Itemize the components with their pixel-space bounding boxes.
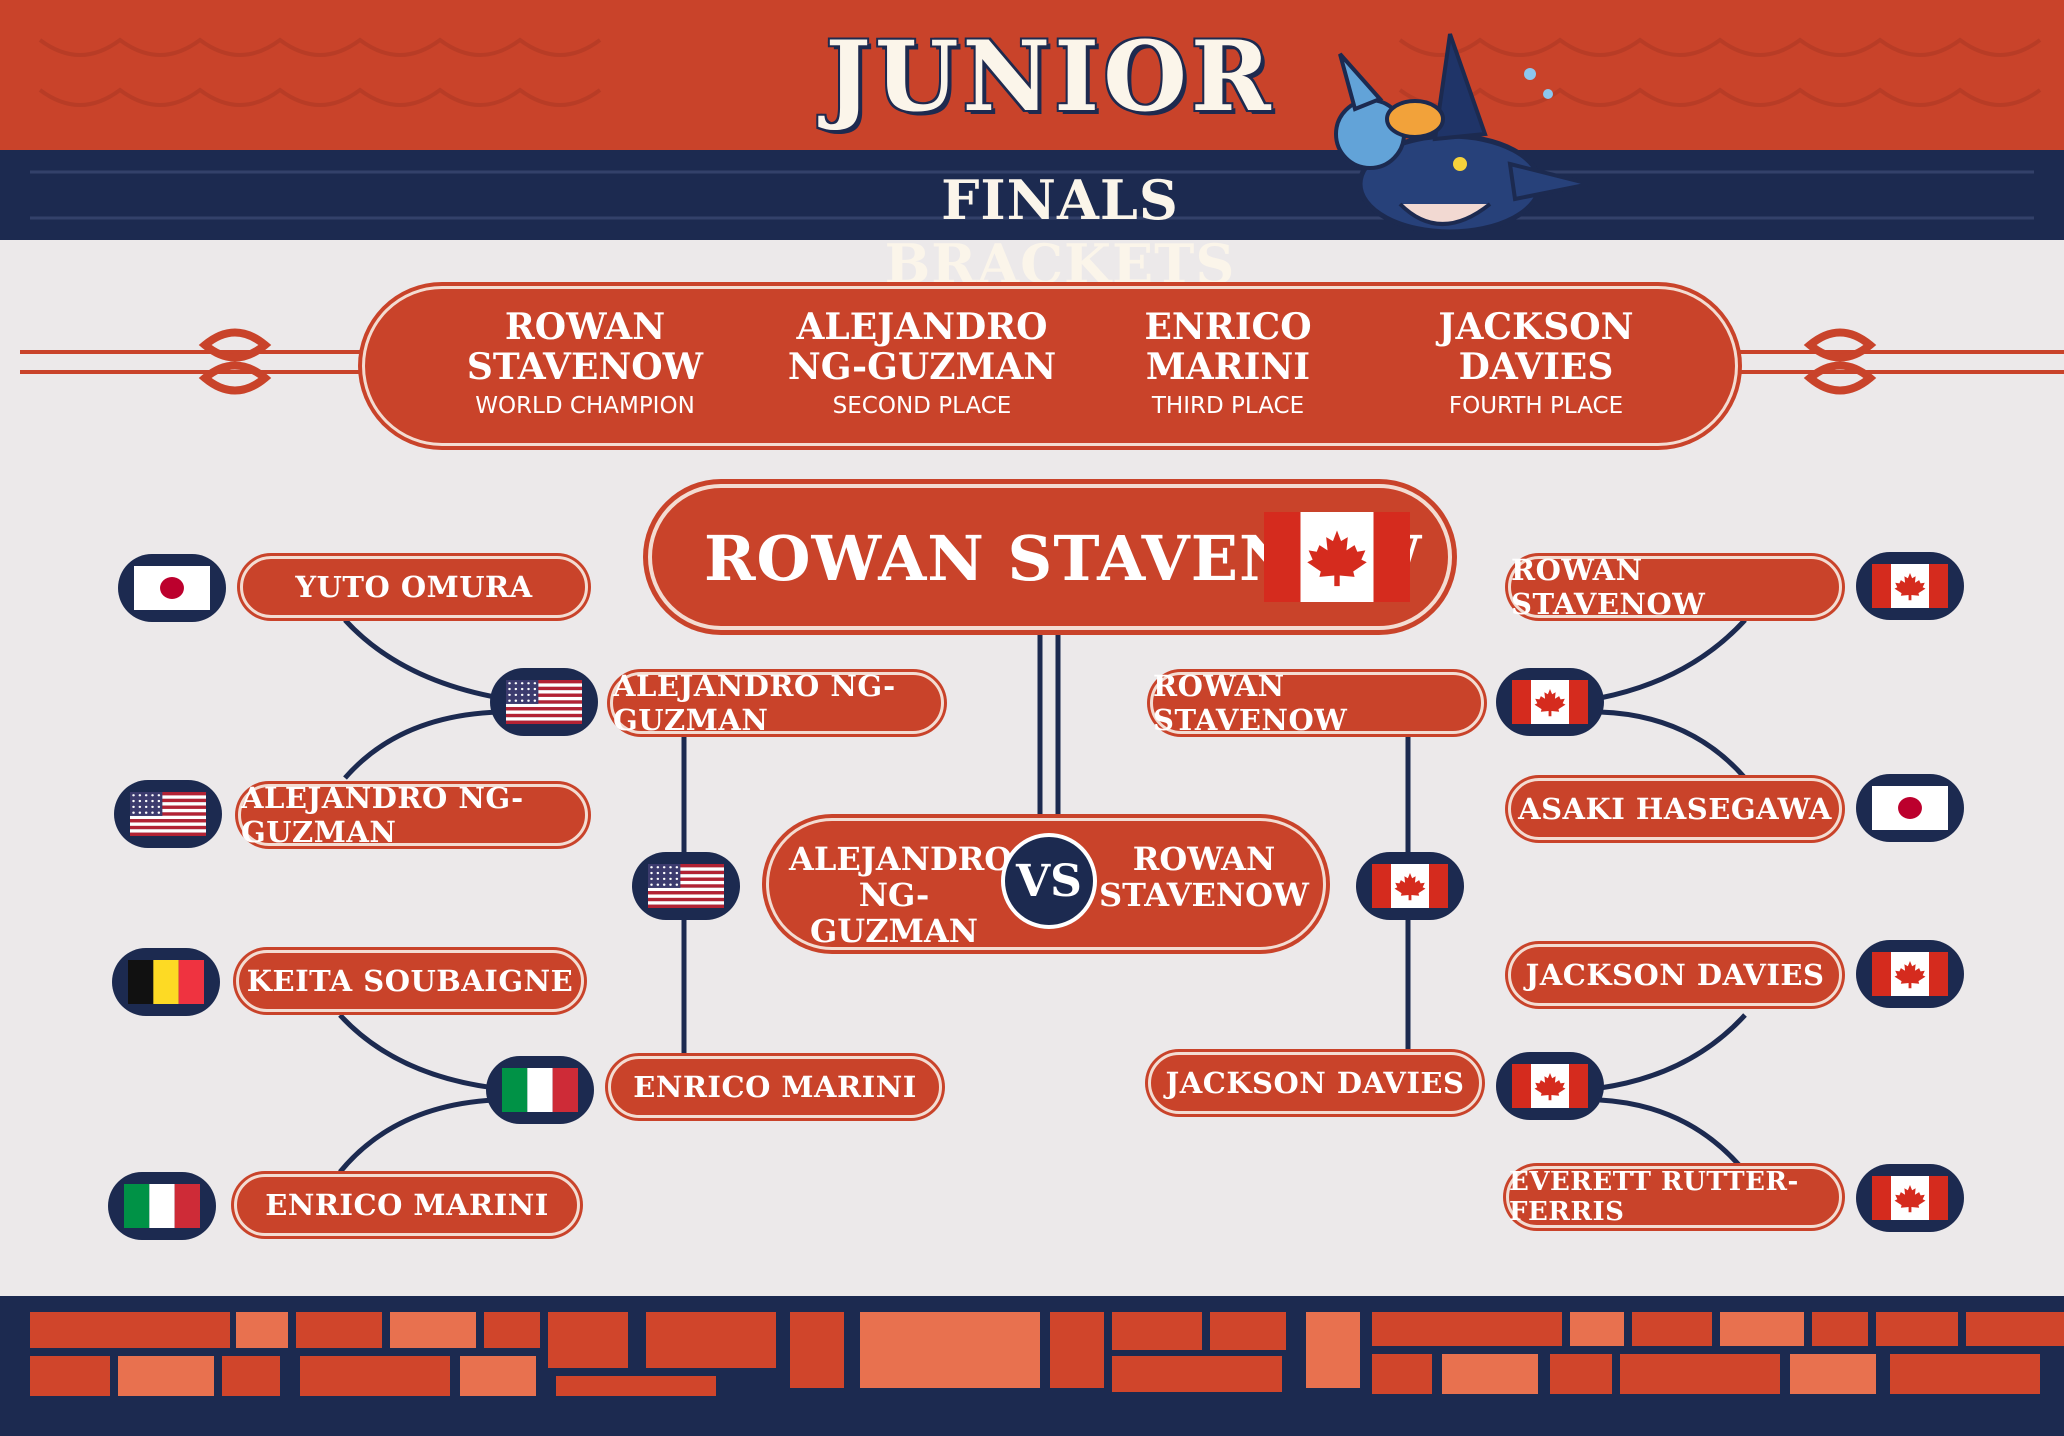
usa-flag-icon [130,792,206,836]
standing-place: SECOND PLACE [832,393,1012,419]
rope-knot-icon [198,328,1877,395]
final-right-player: ROWAN STAVENOW [1099,841,1309,913]
left-qf-4-flag-node [108,1172,216,1240]
standing-name-line2: NG-GUZMAN [787,346,1057,388]
right-qf-3-flag-node [1856,940,1964,1008]
page-title: JUNIOR [825,20,1275,133]
footer-highlight-bricks [118,1312,1876,1396]
standing-place: WORLD CHAMPION [475,393,695,419]
standing-name-line1: ENRICO [1144,306,1312,348]
rope-texture [38,37,2042,107]
left-sf-1-flag-node [490,668,598,736]
left-sf-2-flag-node [486,1056,594,1124]
canada-flag-icon [1512,680,1588,724]
right-sf-1-flag-node [1496,668,1604,736]
pokemon-mascot-illustration [1334,33,1591,235]
standing-place: THIRD PLACE [1151,393,1305,419]
right-sf-1-player: ROWAN STAVENOW [1150,669,1484,737]
canada-flag-icon [1264,512,1410,602]
standing-place: FOURTH PLACE [1448,393,1624,419]
right-qf-3-player: JACKSON DAVIES [1508,944,1842,1006]
top-banner [0,0,2064,150]
left-qf-2-player: ALEJANDRO NG-GUZMAN [238,781,588,849]
left-sf-2-player: ENRICO MARINI [608,1056,942,1118]
standing-name-line2: DAVIES [1458,346,1614,388]
standing-name-line1: JACKSON [1438,306,1634,348]
champion-banner: ROWAN STAVENOW [648,484,1452,630]
final-right-flag-node [1356,852,1464,920]
right-qf-4-flag-node [1856,1164,1964,1232]
final-left-flag-node [632,852,740,920]
canada-flag-icon [1872,952,1948,996]
left-qf-1-flag-node [118,554,226,622]
canada-flag-icon [1872,564,1948,608]
italy-flag-icon [124,1184,200,1228]
usa-flag-icon [648,864,724,908]
right-sf-2-player: JACKSON DAVIES [1148,1052,1482,1114]
left-qf-3-flag-node [112,948,220,1016]
final-right-line2: STAVENOW [1099,876,1309,914]
standing-name-line2: STAVENOW [466,346,704,388]
right-qf-1-flag-node [1856,552,1964,620]
standing-name-line1: ROWAN [504,306,666,348]
right-qf-2-player: ASAKI HASEGAWA [1508,778,1842,840]
standing-4: JACKSON DAVIES FOURTH PLACE [1371,307,1701,419]
left-qf-2-flag-node [114,780,222,848]
right-qf-4-player: EVERETT RUTTER-FERRIS [1506,1166,1842,1228]
standing-3: ENRICO MARINI THIRD PLACE [1063,307,1393,419]
final-left-line1: ALEJANDRO [789,840,1013,878]
right-qf-1-player: ROWAN STAVENOW [1508,553,1842,621]
navy-band [0,150,2064,240]
standing-2: ALEJANDRO NG-GUZMAN SECOND PLACE [757,307,1087,419]
japan-flag-icon [1872,786,1948,830]
left-sf-1-player: ALEJANDRO NG-GUZMAN [610,669,944,737]
vs-badge: VS [1001,833,1097,929]
final-right-line1: ROWAN [1132,840,1276,878]
belgium-flag-icon [128,960,204,1004]
final-left-player: ALEJANDRO NG-GUZMAN [789,840,1013,950]
left-qf-4-player: ENRICO MARINI [234,1174,580,1236]
italy-flag-icon [502,1068,578,1112]
page-subtitle: FINALS BRACKETS [884,168,1236,296]
final-match: ALEJANDRO NG-GUZMAN VS ROWAN STAVENOW [766,818,1326,950]
canada-flag-icon [1512,1064,1588,1108]
standings-banner: ROWAN STAVENOW WORLD CHAMPION ALEJANDRO … [362,286,1738,446]
left-qf-3-player: KEITA SOUBAIGNE [236,950,584,1012]
final-left-line2: NG-GUZMAN [809,876,979,950]
right-sf-2-flag-node [1496,1052,1604,1120]
standing-1: ROWAN STAVENOW WORLD CHAMPION [420,307,750,419]
right-qf-2-flag-node [1856,774,1964,842]
canada-flag-icon [1872,1176,1948,1220]
japan-flag-icon [134,566,210,610]
left-qf-1-player: YUTO OMURA [240,556,588,618]
standing-name-line2: MARINI [1145,346,1311,388]
standing-name-line1: ALEJANDRO [796,306,1048,348]
standings-ropes [20,350,2064,374]
canada-flag-icon [1372,864,1448,908]
usa-flag-icon [506,680,582,724]
